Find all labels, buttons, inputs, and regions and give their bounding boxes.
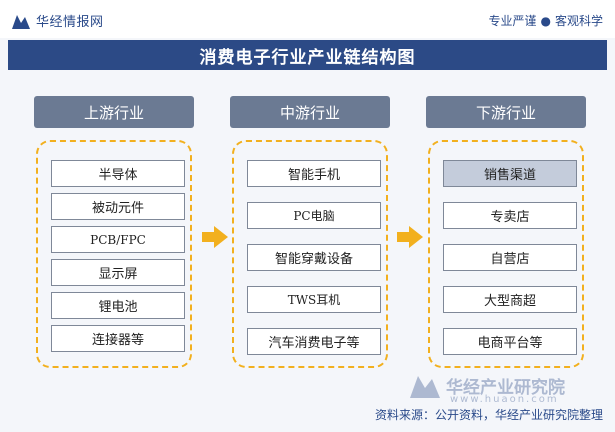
midstream-item-4: TWS耳机 — [247, 286, 381, 313]
slogan: 专业严谨●客观科学 — [488, 12, 603, 29]
page-title: 消费电子行业产业链结构图 — [199, 47, 416, 68]
downstream-item-2: 专卖店 — [443, 202, 577, 229]
watermark-logo: 华经产业研究院 — [410, 372, 565, 398]
midstream-item-2: PC电脑 — [247, 202, 381, 229]
downstream-item-4: 大型商超 — [443, 286, 577, 313]
midstream-item-1: 智能手机 — [247, 160, 381, 187]
upstream-item-4: 显示屏 — [51, 259, 185, 286]
brand-name: 华经情报网 — [36, 15, 104, 30]
midstream-item-3: 智能穿戴设备 — [247, 244, 381, 271]
column-header-upstream: 上游行业 — [34, 96, 194, 128]
downstream-item-1: 销售渠道 — [443, 160, 577, 187]
upstream-item-1: 半导体 — [51, 160, 185, 187]
upstream-item-3: PCB/FPC — [51, 226, 185, 253]
slogan-dot: ● — [540, 14, 551, 28]
group-upstream: 半导体 被动元件 PCB/FPC 显示屏 锂电池 连接器等 — [36, 140, 192, 368]
upstream-item-5: 锂电池 — [51, 292, 185, 319]
watermark-logo-text: 华经产业研究院 — [446, 377, 565, 398]
brand: 华经情报网 — [12, 11, 104, 30]
watermark-url: www.huaon.com — [450, 394, 559, 405]
watermark-logo-icon — [410, 376, 440, 398]
downstream-item-5: 电商平台等 — [443, 328, 577, 355]
arrow-right-icon — [397, 226, 423, 248]
slogan-left: 专业严谨 — [488, 14, 537, 28]
title-banner: 消费电子行业产业链结构图 — [8, 40, 607, 70]
midstream-item-5: 汽车消费电子等 — [247, 328, 381, 355]
slogan-right: 客观科学 — [554, 14, 603, 28]
top-header: 华经情报网 专业严谨●客观科学 — [0, 0, 615, 38]
downstream-item-3: 自营店 — [443, 244, 577, 271]
arrow-right-icon — [202, 226, 228, 248]
column-header-midstream: 中游行业 — [230, 96, 390, 128]
group-midstream: 智能手机 PC电脑 智能穿戴设备 TWS耳机 汽车消费电子等 — [232, 140, 388, 368]
source-note: 资料来源：公开资料，华经产业研究院整理 — [374, 408, 603, 422]
upstream-item-2: 被动元件 — [51, 193, 185, 220]
column-header-downstream: 下游行业 — [426, 96, 586, 128]
upstream-item-6: 连接器等 — [51, 325, 185, 352]
group-downstream: 销售渠道 专卖店 自营店 大型商超 电商平台等 — [428, 140, 584, 368]
brand-logo-icon — [12, 14, 30, 29]
